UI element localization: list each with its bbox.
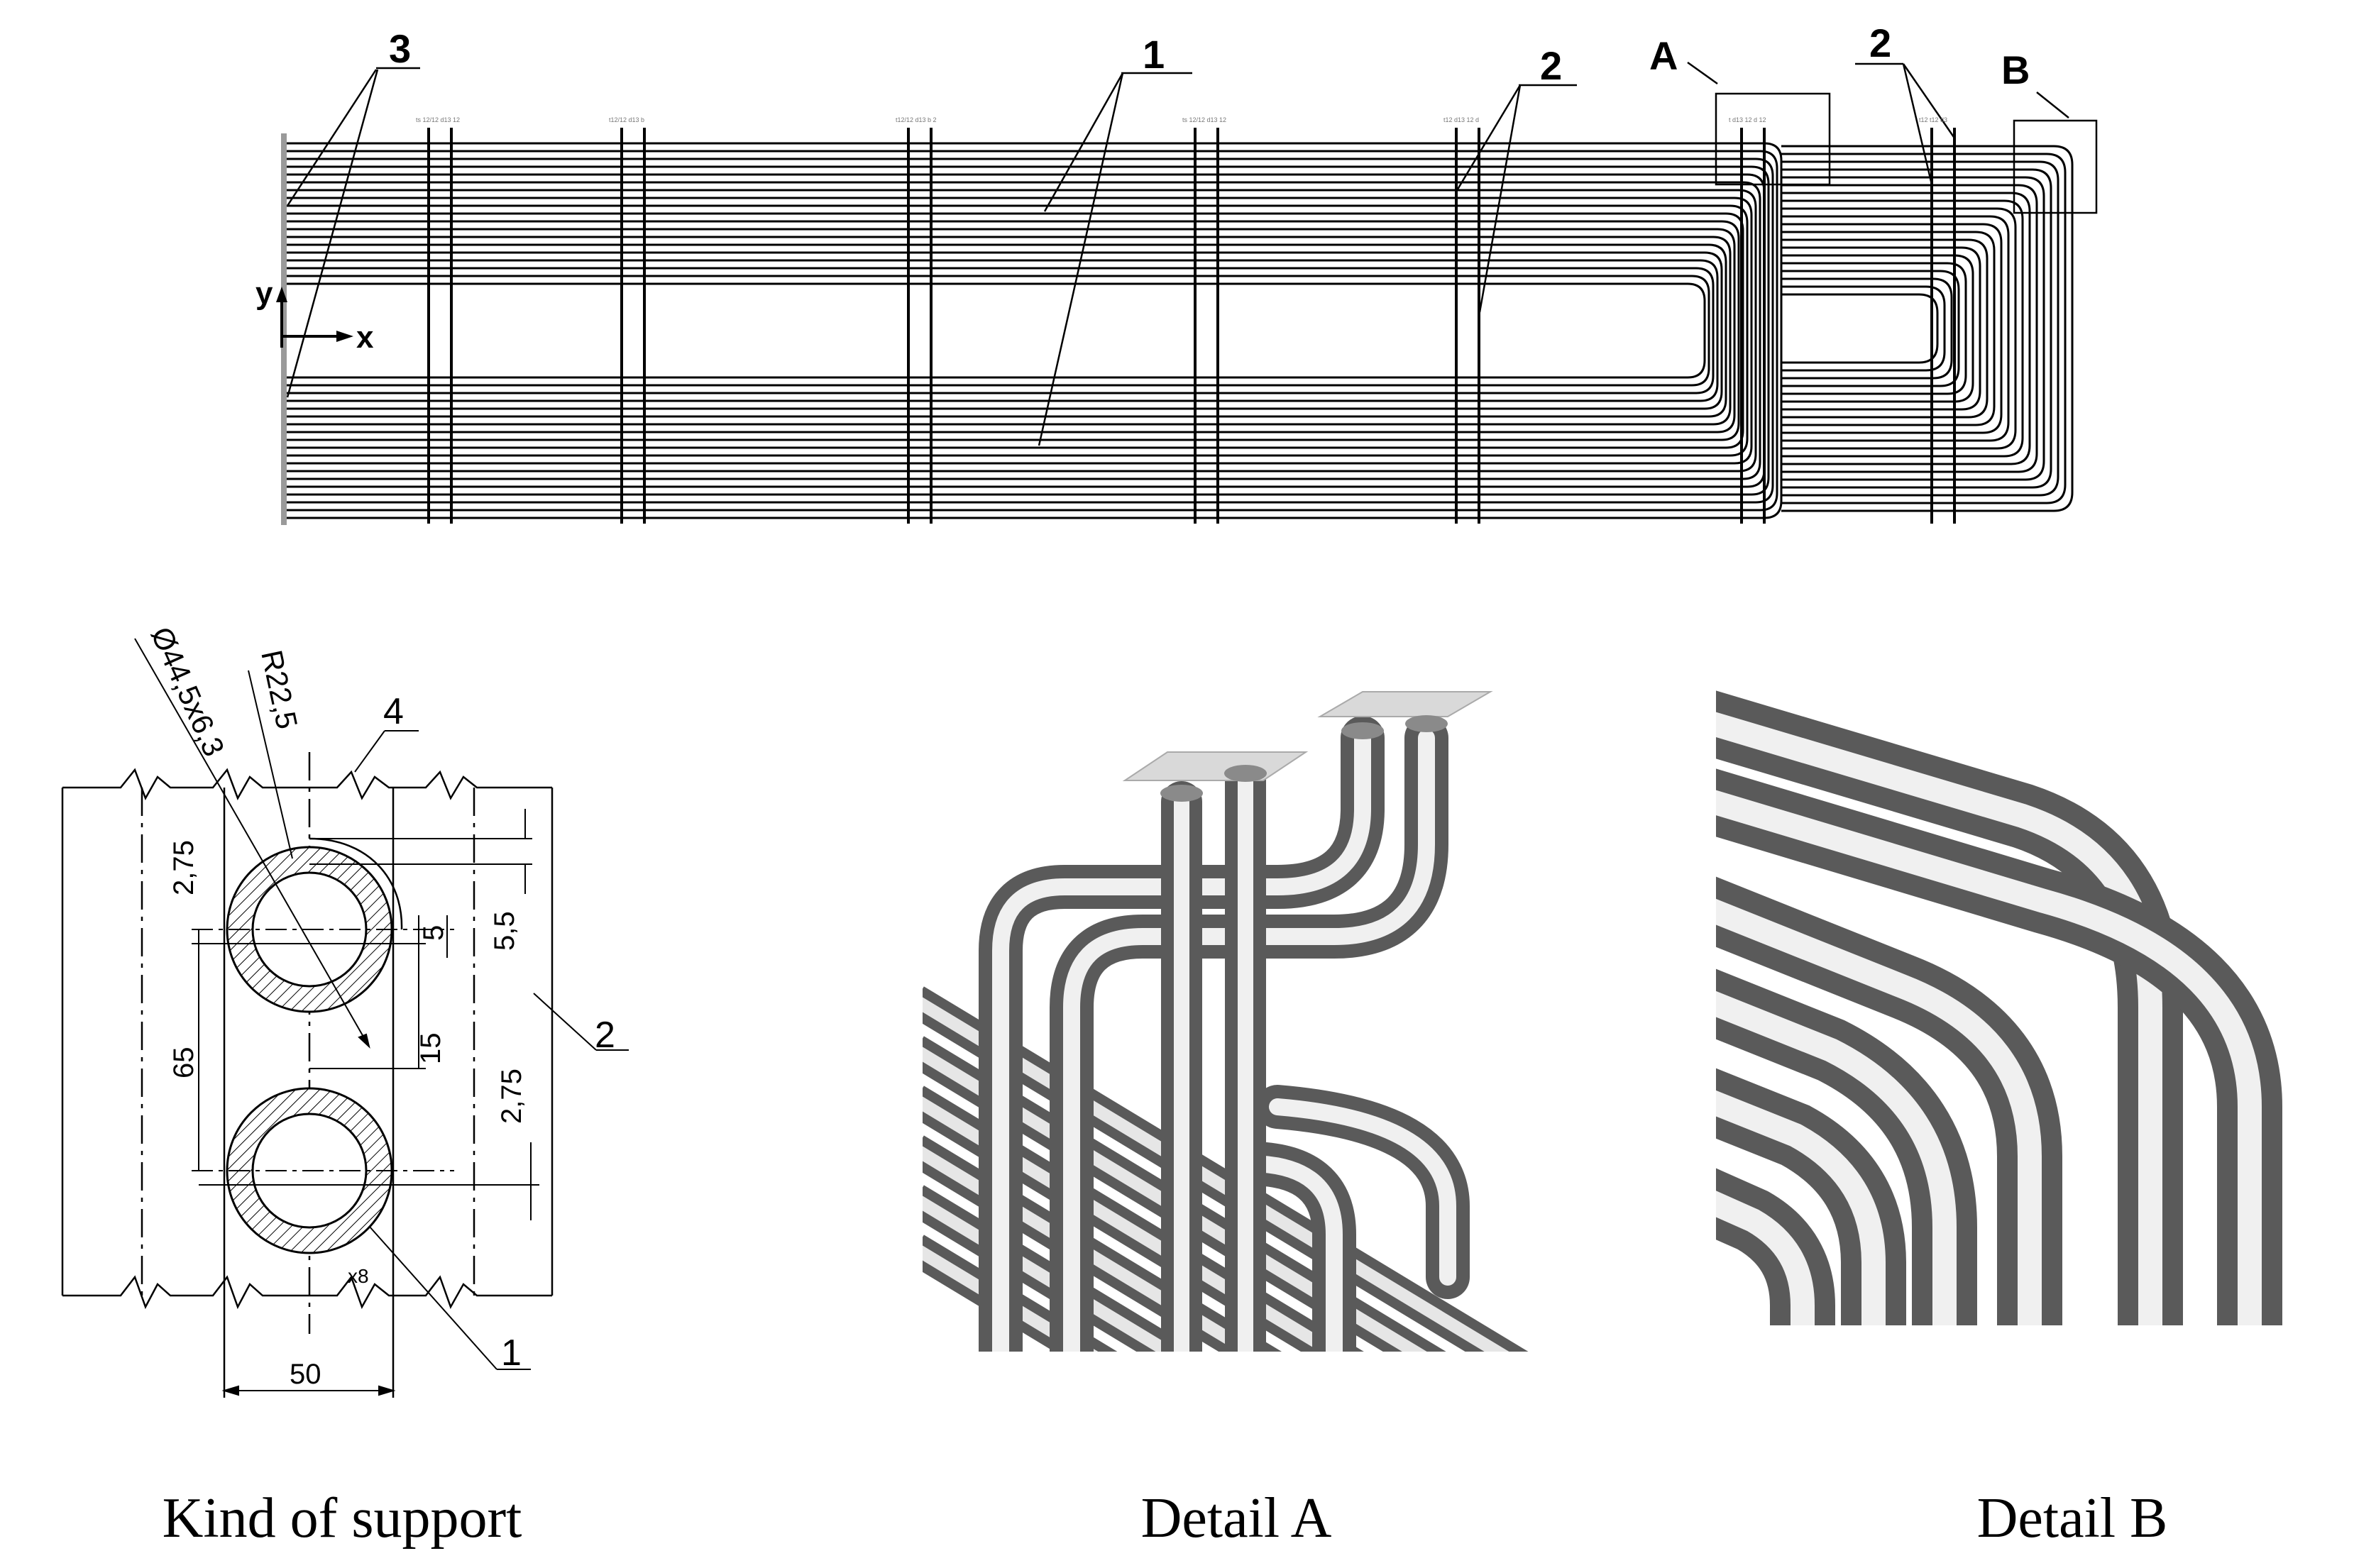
callout-detail-b: B [2001,48,2030,92]
caption-detail-a: Detail A [1141,1487,1332,1550]
support-drawing: Ø44,5x6,3 R22,5 2,75 5 5,5 65 15 2,75 50… [61,622,629,1398]
dim-50: 50 [290,1359,321,1390]
callout-2-middle: 2 [1540,43,1562,88]
support-count: x8 [348,1265,369,1287]
tube-loop [284,282,1706,379]
tube-loop [284,181,1761,480]
tube-loop [284,251,1723,410]
tube-bend [1781,176,2045,481]
tube-bend [1781,153,2067,504]
tube-loop [284,158,1774,504]
tube-loop [284,275,1710,387]
hanger-tiny-label: t d13 12 d 12 [1729,116,1766,123]
tube-bend [1781,246,1981,411]
caption-kind-of-support: Kind of support [163,1487,522,1550]
detail-a-support-plates [1122,691,1493,802]
tube-loop [284,236,1732,426]
axis-x-label: x [356,320,374,355]
tube-loop [284,243,1727,418]
hanger-tiny-label: t12 t12 d3 [1919,116,1947,123]
tube-bend [1781,168,2052,489]
tube-bend [1781,207,2017,450]
tube-bend [1781,231,1996,426]
tube-bundle-upper [284,142,1783,519]
hanger-tiny-labels: ts 12/12 d13 12 t12/12 d13 b t12/12 d13 b … [416,116,1947,123]
tube-bend [1781,238,1989,419]
axis-indicator: y x [255,276,374,355]
tube-bend [1781,223,2003,434]
left-header [281,133,287,525]
tube-loop [284,267,1715,394]
support-frame [61,752,554,1398]
tube-loop [284,189,1757,473]
hanger-tiny-label: t12/12 d13 b 2 [896,116,937,123]
callout-2-right: 2 [1869,21,1891,65]
dimension-lines [134,638,629,1396]
callout-3: 3 [389,26,411,71]
axis-y-label: y [255,276,273,311]
tube-bend [1781,160,2059,497]
tube-loop [284,150,1778,512]
tube-loop [284,204,1749,457]
dim-radius: R22,5 [255,647,304,731]
tube-bend [1781,215,2010,442]
support-label-2: 2 [595,1015,615,1056]
tube-bend [1781,277,1953,380]
detail-a-render [923,691,1529,1352]
hanger-tiny-label: ts 12/12 d13 12 [416,116,460,123]
tube-loop [284,212,1744,449]
dim-65: 65 [168,1047,199,1079]
tube-bend [1781,199,2024,458]
hanger-tiny-label: ts 12/12 d13 12 [1182,116,1226,123]
hanger-tiny-label: t12/12 d13 b [609,116,644,123]
dim-5: 5 [418,925,449,941]
dim-5-5: 5,5 [489,911,520,951]
tube-loop [284,165,1770,496]
detail-a-bent-tubes [979,716,1470,1352]
callout-1: 1 [1143,32,1165,77]
tube-loop [284,228,1736,434]
hanger-tiny-label: t12 d13 12 d [1443,116,1479,123]
tube-loop [284,142,1783,519]
tube-bundle-right-bends [1781,145,2074,512]
dim-2-75-right: 2,75 [496,1069,527,1124]
detail-b-render [1716,690,2326,1354]
support-label-1: 1 [501,1332,522,1374]
support-label-4: 4 [383,691,404,732]
dim-2-75-left: 2,75 [168,840,199,895]
dim-15: 15 [415,1033,446,1065]
tube-bend [1781,184,2038,473]
tube-bend [1781,285,1946,372]
heat-exchanger-overview: y x 3 [255,21,2098,525]
support-hangers [427,128,1956,524]
tube-bend [1781,293,1939,364]
tube-bend [1781,145,2074,512]
tube-bend [1781,270,1960,387]
dim-pipe-diameter: Ø44,5x6,3 [145,622,231,761]
caption-detail-b: Detail B [1977,1487,2168,1550]
callout-detail-a: A [1649,33,1678,78]
callout-leaders [286,61,2098,446]
tube-bend [1781,192,2031,465]
tube-loop [284,259,1719,402]
tube-bend [1781,254,1974,403]
tube-loop [284,220,1740,441]
